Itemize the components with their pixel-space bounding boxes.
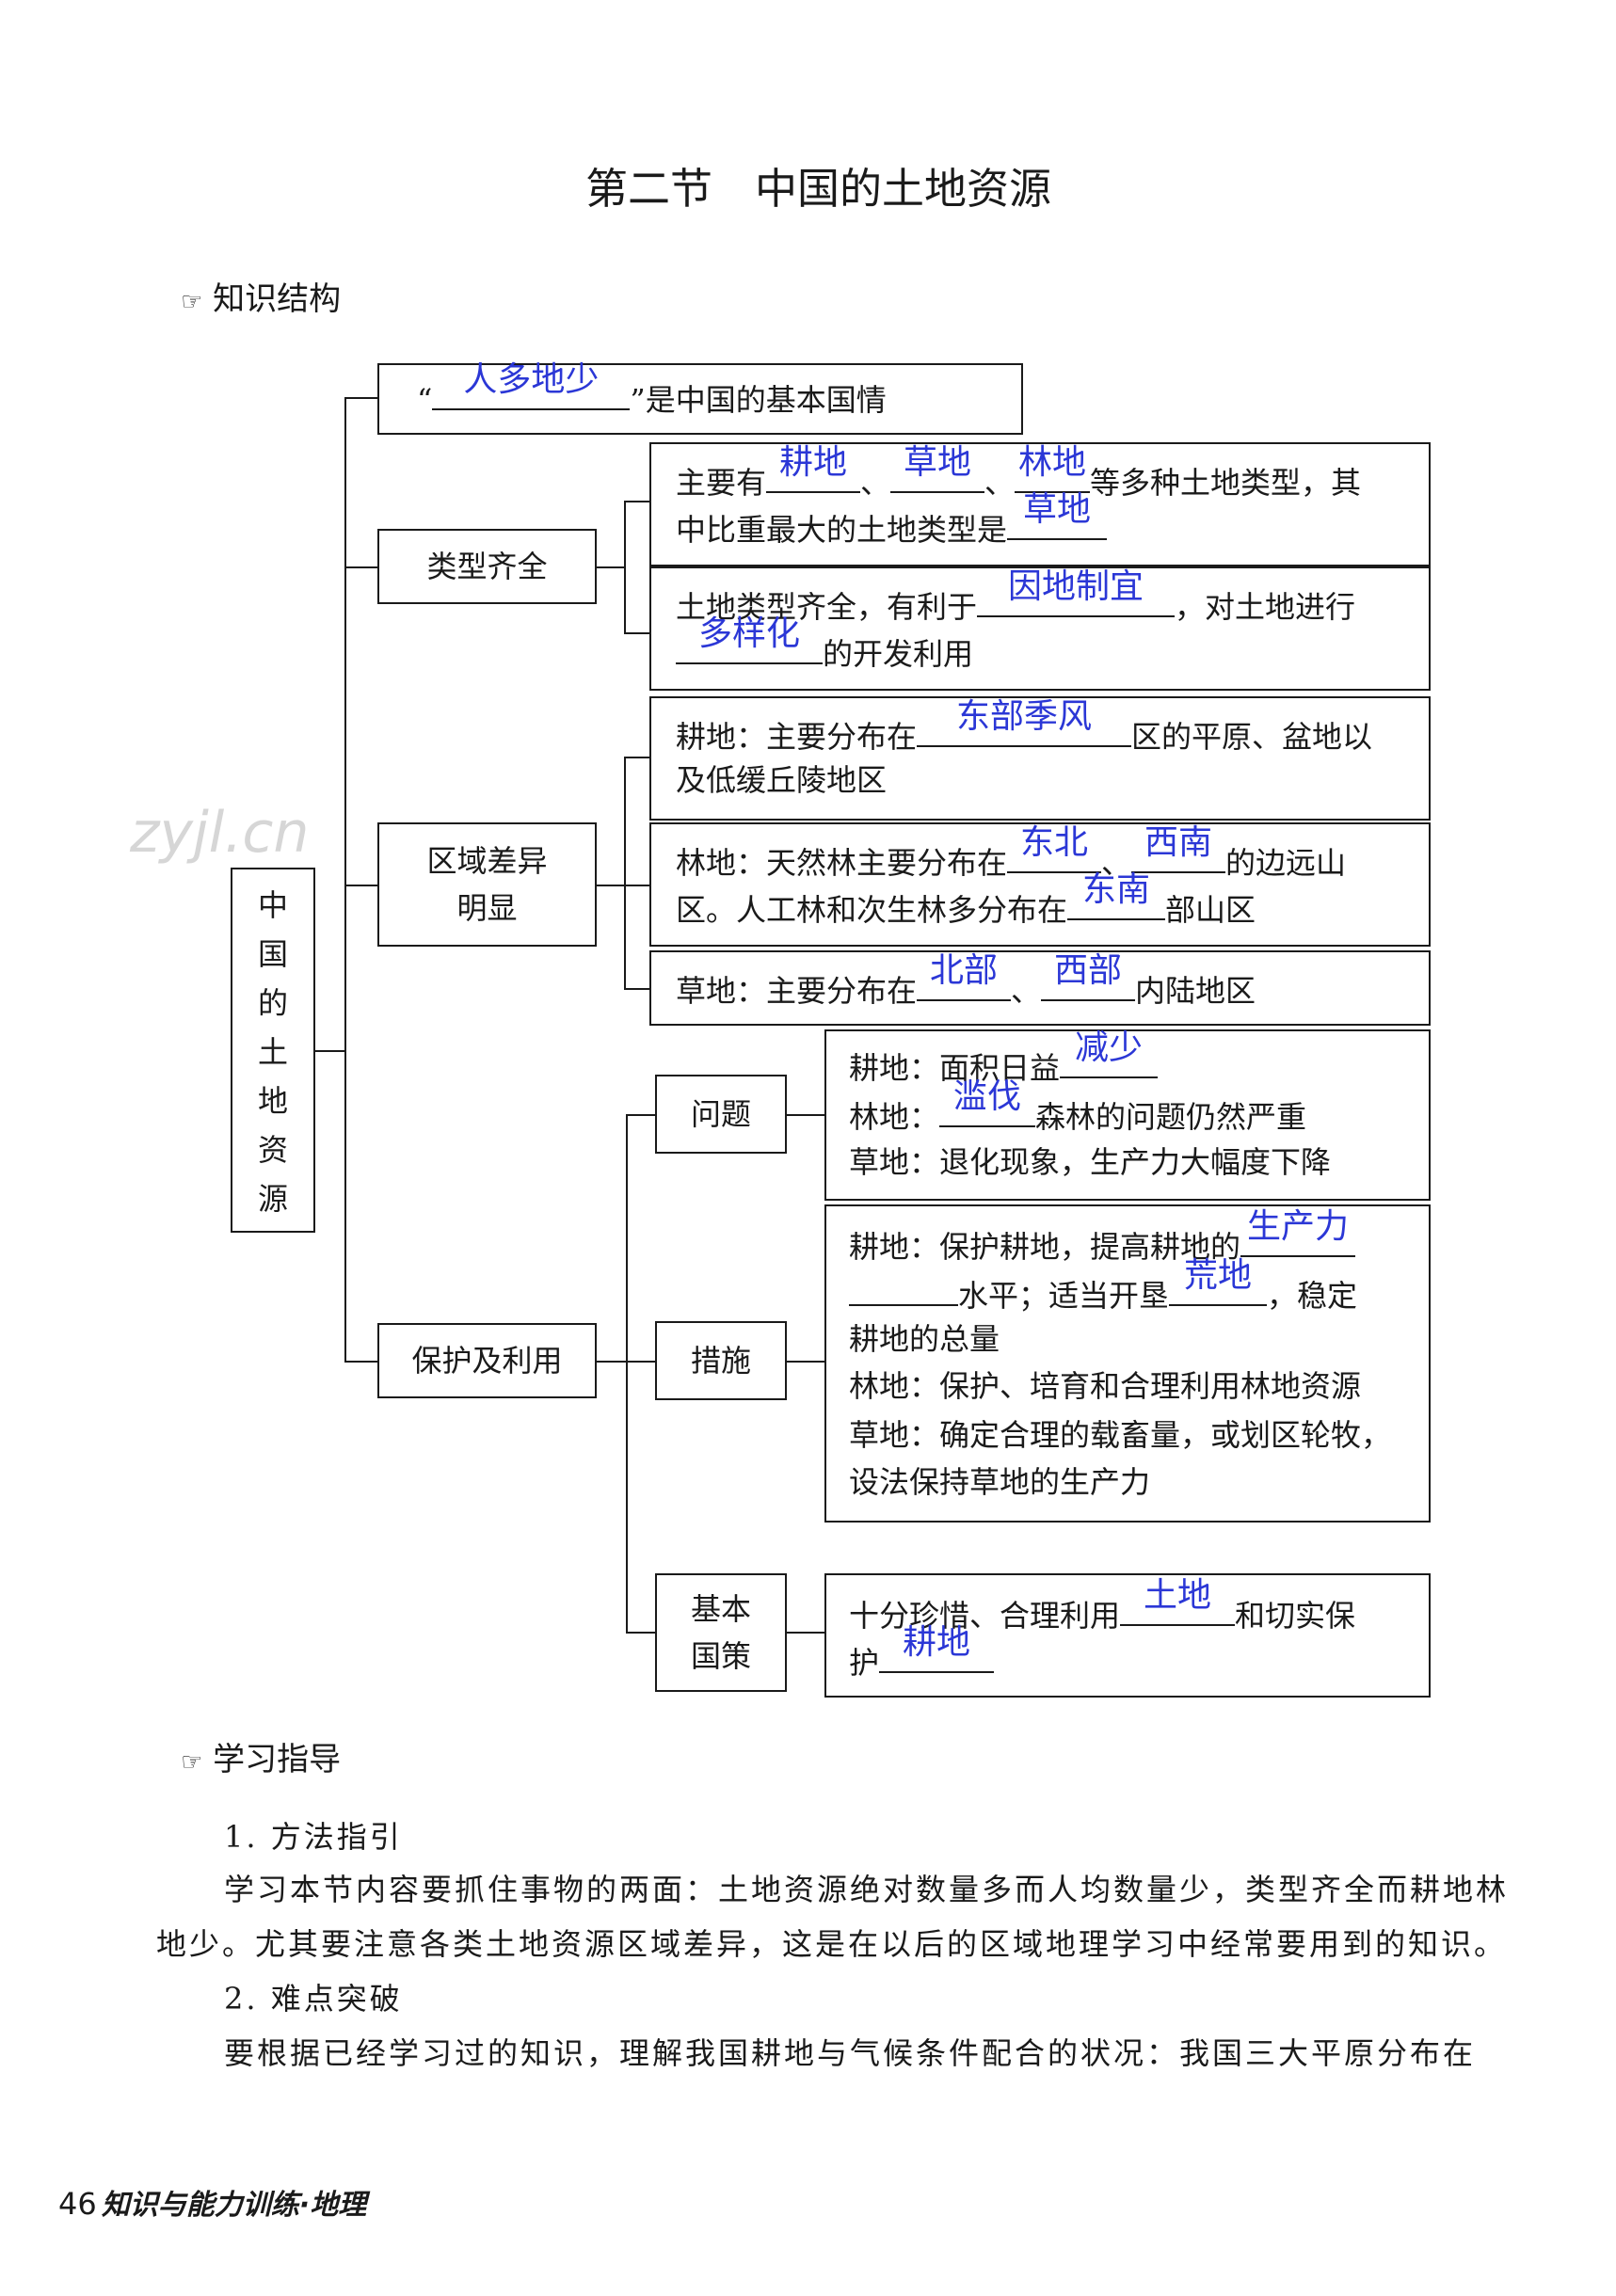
connector	[624, 632, 650, 634]
section-header-structure: ☞ 知识结构	[181, 273, 341, 319]
connector	[624, 501, 626, 632]
watermark: zyjl.cn	[130, 800, 310, 866]
connector	[787, 1361, 826, 1363]
connector	[344, 397, 346, 1361]
footer: 46 知识与能力训练·地理	[58, 2181, 366, 2223]
connector	[626, 1114, 656, 1116]
regional-forest: 林地：天然林主要分布在东北、西南的边远山 区。人工林和次生林多分布在东南部山区	[649, 822, 1431, 947]
connector	[596, 885, 624, 886]
policy-detail: 十分珍惜、合理利用土地和切实保 护耕地	[824, 1573, 1431, 1698]
connector	[624, 757, 626, 988]
connector	[344, 885, 378, 886]
pointing-hand-icon: ☞	[181, 288, 203, 316]
regional-grass: 草地：主要分布在北部、西部内陆地区	[649, 950, 1431, 1026]
branch-regional: 区域差异明显	[377, 822, 597, 947]
section-title: 学习指导	[213, 1741, 342, 1778]
problem-node: 问题	[655, 1075, 787, 1154]
connector	[626, 1632, 656, 1634]
guide-paragraph: 学习本节内容要抓住事物的两面：土地资源绝对数量多而人均数量少，类型齐全而耕地林	[224, 1872, 1510, 1907]
problem-detail: 耕地：面积日益减少 林地：滥伐森林的问题仍然严重 草地：退化现象，生产力大幅度下…	[824, 1029, 1431, 1201]
page-title: 第二节 中国的土地资源	[585, 164, 1052, 214]
connector	[344, 1361, 378, 1363]
connector	[787, 1114, 826, 1116]
pointing-hand-icon: ☞	[181, 1748, 203, 1777]
types-detail-1: 主要有耕地、草地、林地等多种土地类型，其 中比重最大的土地类型是草地	[649, 442, 1431, 566]
book-title: 知识与能力训练·地理	[101, 2189, 367, 2222]
connector	[596, 1361, 626, 1363]
branch-types: 类型齐全	[377, 529, 597, 604]
guide-heading-2: 2. 难点突破	[224, 1981, 403, 2017]
root-label: 中国的土地资源	[257, 887, 288, 1217]
connector	[313, 1050, 344, 1052]
section-title: 知识结构	[213, 280, 342, 318]
guide-paragraph: 要根据已经学习过的知识，理解我国耕地与气候条件配合的状况：我国三大平原分布在	[224, 2035, 1477, 2071]
branch-protect: 保护及利用	[377, 1323, 597, 1398]
measure-detail: 耕地：保护耕地，提高耕地的生产力 水平；适当开垦荒地，稳定 耕地的总量 林地：保…	[824, 1204, 1431, 1523]
guide-paragraph: 地少。尤其要注意各类土地资源区域差异，这是在以后的区域地理学习中经常要用到的知识…	[156, 1926, 1508, 1962]
page-number: 46	[58, 2186, 97, 2222]
connector	[624, 988, 650, 990]
measure-node: 措施	[655, 1321, 787, 1400]
connector	[624, 501, 650, 502]
connector	[626, 1361, 656, 1363]
section-header-guide: ☞ 学习指导	[181, 1733, 341, 1779]
answer-blank: 人多地少	[432, 361, 631, 410]
root-node: 中国的土地资源	[231, 868, 315, 1233]
guide-heading-1: 1. 方法指引	[224, 1819, 403, 1855]
regional-arable: 耕地：主要分布在东部季风区的平原、盆地以 及低缓丘陵地区	[649, 696, 1431, 821]
connector	[624, 885, 650, 886]
connector	[344, 566, 378, 568]
connector	[626, 1114, 628, 1632]
connector	[344, 397, 378, 399]
types-detail-2: 土地类型齐全，有利于因地制宜，对土地进行 多样化的开发利用	[649, 566, 1431, 691]
connector	[624, 757, 650, 758]
basic-fact-box: “人多地少”是中国的基本国情	[377, 361, 1023, 435]
policy-node: 基本国策	[655, 1573, 787, 1692]
connector	[787, 1632, 826, 1634]
connector	[596, 566, 624, 568]
